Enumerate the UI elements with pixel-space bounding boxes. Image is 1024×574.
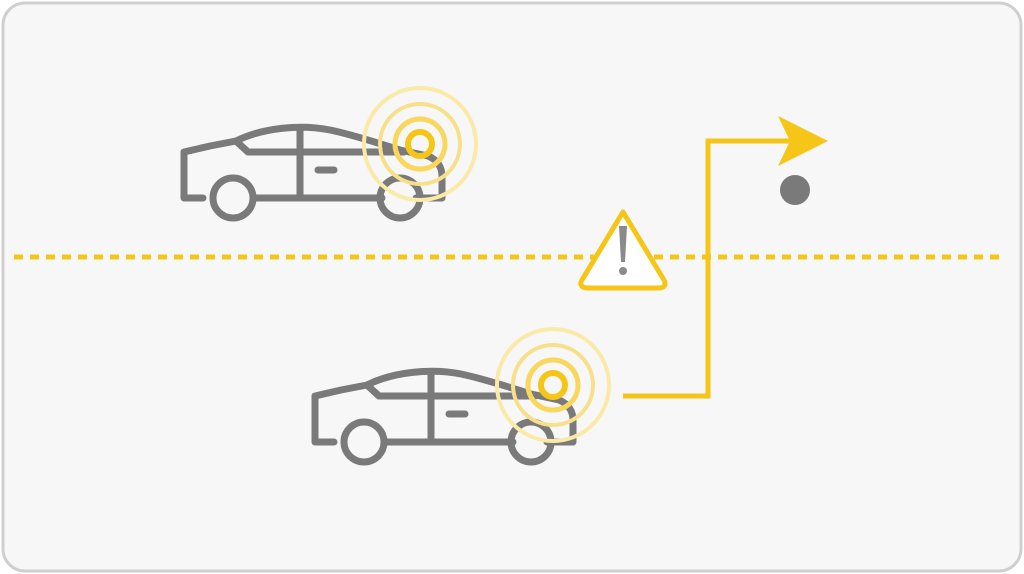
lane-change-path: [623, 138, 790, 399]
arrow-right-icon: [778, 116, 828, 166]
radar-signal-icon: [362, 86, 478, 202]
target-dot-icon: [780, 175, 810, 205]
warning-triangle-icon: [578, 209, 668, 291]
radar-signal-icon-bottom: [495, 327, 611, 443]
car-bottom-icon: [311, 367, 577, 466]
